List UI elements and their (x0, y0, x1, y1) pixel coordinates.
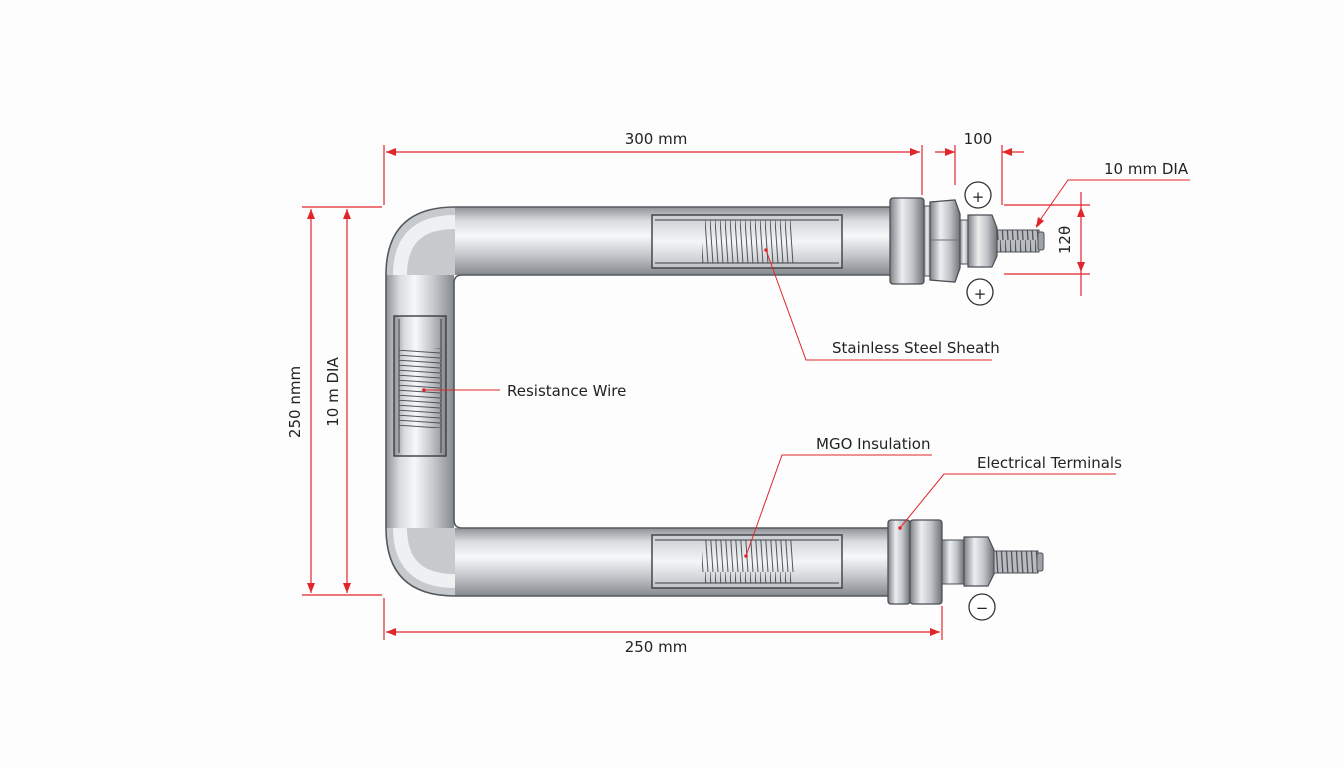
cutaway-bottom (651, 534, 843, 589)
dimension-text: 10 mm DIA (1104, 160, 1189, 178)
dimension-text: Resistance Wire (507, 382, 626, 400)
polarity-minus-bottom: − (968, 593, 996, 621)
cutaway-left (393, 315, 447, 457)
top-small-nut (967, 214, 998, 268)
dimension-text: 12θ (1056, 226, 1074, 254)
dimension-text: Electrical Terminals (977, 454, 1122, 472)
label-insulation: MGO Insulation (744, 435, 932, 558)
dimension-text: 10 m DIA (324, 357, 342, 427)
leader-terminal-dia: 10 mm DIA (1035, 160, 1190, 228)
dim-tube-dia: 10 m DIA (324, 209, 351, 593)
dimension-text: Stainless Steel Sheath (832, 339, 1000, 357)
label-terminals: Electrical Terminals (898, 454, 1122, 530)
tube-inner-outline (453, 274, 895, 529)
top-bend-highlight (393, 215, 456, 276)
bottom-collar (887, 519, 911, 605)
dimension-text: + (972, 188, 985, 206)
dimension-text: 250 mm (625, 638, 688, 656)
tube-outer-outline (385, 206, 895, 597)
bottom-threaded-stud (993, 550, 1039, 574)
dim-terminal-length: 100 (935, 130, 1024, 205)
dim-height-outer: 250 nmm (286, 206, 382, 596)
dim-terminal-height: 12θ (1004, 192, 1090, 296)
dim-bottom-length: 250 mm (383, 598, 943, 656)
label-sheath: Stainless Steel Sheath (764, 248, 1000, 361)
dimension-text: 250 nmm (286, 366, 304, 438)
label-resistance-wire: Resistance Wire (422, 382, 626, 400)
polarity-plus-top: + (964, 181, 992, 209)
dimension-text: − (976, 599, 989, 617)
top-hex-nut (929, 199, 961, 283)
bottom-bend-highlight (393, 527, 456, 588)
dimension-text: 100 (964, 130, 993, 148)
dimension-text: 300 mm (625, 130, 688, 148)
dimension-text: MGO Insulation (816, 435, 931, 453)
bottom-small-nut (963, 536, 995, 587)
dimension-text: + (974, 285, 987, 303)
dim-top-length: 300 mm (383, 130, 923, 205)
polarity-plus-mid: + (966, 278, 994, 306)
top-collar (889, 197, 925, 285)
top-threaded-stud (996, 229, 1040, 253)
top-terminal (889, 197, 1045, 285)
bottom-terminal (887, 519, 1044, 605)
cutaway-top (651, 214, 843, 269)
